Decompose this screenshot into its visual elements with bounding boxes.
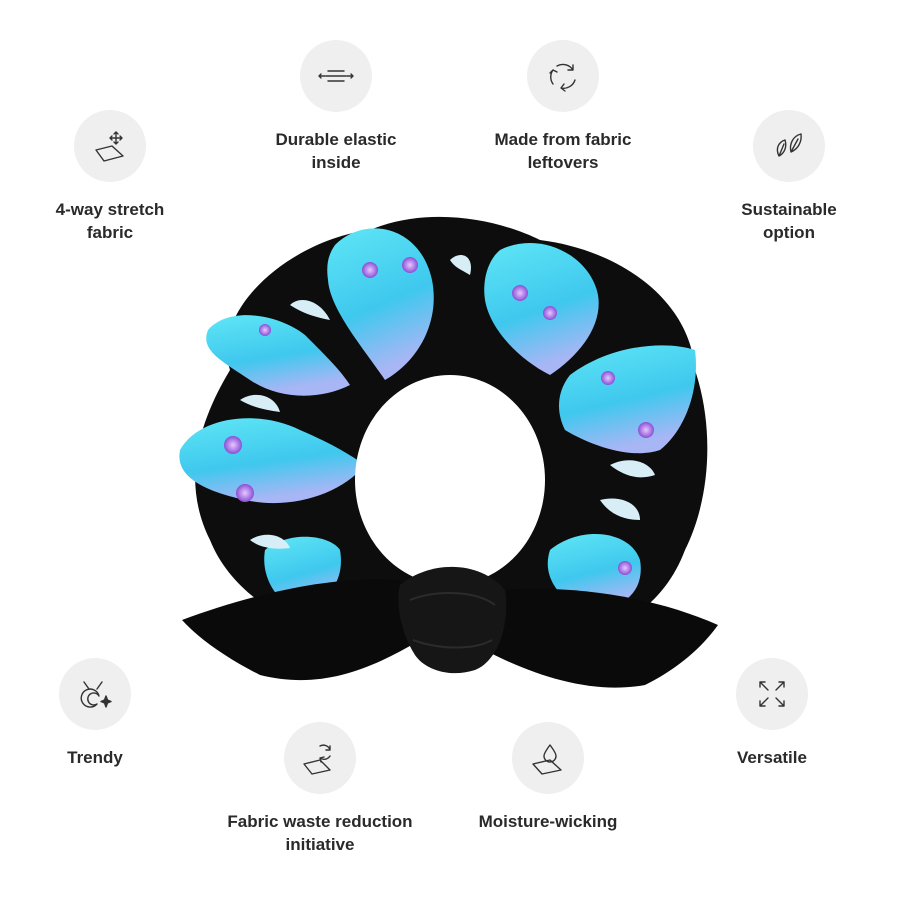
feature-label: Durable elastic inside [275,130,397,172]
expand-arrows-icon [736,658,808,730]
feature-label: Fabric waste reduction initiative [227,812,413,854]
feature-elastic: Durable elastic inside [236,40,436,174]
feature-label: Versatile [737,748,807,767]
feature-leftovers: Made from fabric leftovers [463,40,663,174]
leaves-icon [753,110,825,182]
elastic-compress-icon [300,40,372,112]
feature-label: 4-way stretch fabric [55,200,165,242]
feature-label: Moisture-wicking [478,812,618,831]
feature-versatile: Versatile [672,658,872,769]
feature-label: Trendy [67,748,123,767]
scrunchie-image [179,216,718,688]
feature-waste: Fabric waste reduction initiative [220,722,420,856]
recycle-arrows-icon [527,40,599,112]
feature-moisture: Moisture-wicking [448,722,648,833]
trendy-sparkle-icon [59,658,131,730]
feature-sustainable: Sustainable option [689,110,889,244]
feature-stretch: 4-way stretch fabric [10,110,210,244]
feature-label: Sustainable option [741,200,837,242]
water-drop-icon [512,722,584,794]
stretch-arrows-icon [74,110,146,182]
feature-trendy: Trendy [0,658,195,769]
fabric-recycle-icon [284,722,356,794]
feature-label: Made from fabric leftovers [494,130,632,172]
